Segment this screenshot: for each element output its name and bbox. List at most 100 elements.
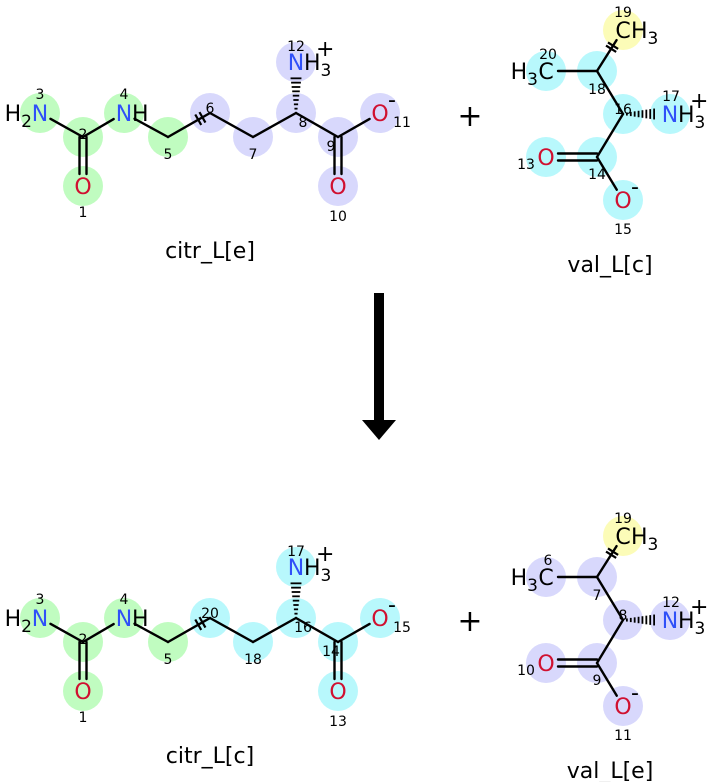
single-bond	[595, 69, 625, 116]
hydrogen-prefix: H2	[5, 102, 32, 132]
bonds	[49, 582, 371, 681]
atom-number: 13	[329, 714, 347, 730]
atom-number: 1	[79, 205, 88, 221]
single-bond	[595, 155, 618, 191]
molecule-caption: citr_L[e]	[165, 239, 255, 264]
atom-label-n: N	[288, 51, 304, 76]
atom-number: 1	[79, 710, 88, 726]
atom-number: 3	[36, 592, 45, 608]
cut-mark	[607, 547, 619, 556]
atom-number: 14	[322, 644, 340, 660]
single-bond	[336, 622, 371, 644]
atom-highlight	[603, 10, 643, 50]
atom-label-n: N	[32, 102, 48, 127]
single-bond	[81, 117, 115, 139]
atom-highlight	[20, 93, 60, 133]
single-bond	[294, 616, 340, 644]
atom-highlight	[104, 598, 144, 638]
bonds	[556, 544, 656, 697]
atom-number: 6	[206, 101, 215, 117]
cut-mark	[607, 41, 619, 50]
atom-label-c: C	[538, 60, 553, 85]
negative-charge: -	[388, 593, 396, 618]
atom-label-o: O	[537, 146, 554, 171]
hydrogen-suffix: H3	[304, 51, 331, 81]
cut-mark	[194, 618, 203, 631]
single-bond	[49, 117, 85, 139]
atom-highlight	[63, 671, 103, 711]
single-bond	[133, 117, 170, 139]
atom-label-o: O	[614, 695, 631, 720]
atom-number: 18	[244, 652, 262, 668]
atom-highlight	[526, 137, 566, 177]
atom-number: 7	[593, 588, 602, 604]
atom-number: 4	[120, 87, 129, 103]
hydrogen-prefix: H2	[5, 607, 32, 637]
hydrogen-suffix: H3	[631, 19, 658, 49]
plus-sign-bottom: +	[457, 604, 482, 639]
atom-highlight	[603, 516, 643, 556]
atom-label-n: N	[662, 103, 678, 128]
atom-highlight	[276, 547, 316, 587]
atom-label-o: O	[371, 607, 388, 632]
atom-number: 17	[662, 89, 680, 105]
bonds	[556, 38, 656, 191]
atom-label-o: O	[329, 680, 346, 705]
hydrogen-suffix: H3	[631, 525, 658, 555]
atom-number: 17	[287, 544, 305, 560]
cut-mark	[605, 550, 617, 559]
atom-number: 9	[327, 139, 336, 155]
single-bond	[294, 111, 340, 139]
positive-charge: +	[316, 37, 334, 62]
down-arrow-icon	[362, 293, 396, 440]
atom-highlight	[526, 51, 566, 91]
atom-number: 18	[588, 82, 606, 98]
atom-highlight	[650, 600, 690, 640]
atom-number: 4	[120, 592, 129, 608]
atom-highlight	[104, 93, 144, 133]
single-bond	[81, 622, 115, 644]
cut-mark	[194, 113, 203, 126]
plus-sign-top: +	[457, 99, 482, 134]
atom-label-n: N	[116, 607, 132, 632]
atom-number: 10	[329, 209, 347, 225]
single-bond	[251, 111, 298, 139]
atom-highlight	[360, 598, 400, 638]
positive-charge: +	[316, 542, 334, 567]
single-bond	[336, 117, 371, 139]
atom-highlight	[650, 94, 690, 134]
atom-highlight	[360, 93, 400, 133]
atom-number: 5	[164, 652, 173, 668]
atom-number: 20	[201, 606, 219, 622]
hydrogen-suffix: H3	[304, 556, 331, 586]
single-bond	[208, 111, 255, 139]
atom-number: 19	[614, 5, 632, 21]
atom-highlight	[318, 166, 358, 206]
single-bond	[133, 622, 170, 644]
hydrogen-suffix: H	[132, 607, 149, 632]
atom-label-n: N	[662, 609, 678, 634]
single-bond	[595, 112, 625, 159]
atom-number: 12	[662, 595, 680, 611]
negative-charge: -	[388, 88, 396, 113]
atom-number: 7	[249, 147, 258, 163]
atom-number: 11	[393, 115, 411, 131]
hydrogen-suffix: H	[132, 102, 149, 127]
atom-number: 8	[619, 608, 628, 624]
atom-number: 9	[593, 673, 602, 689]
single-bond	[208, 616, 255, 644]
negative-charge: -	[631, 175, 639, 200]
atom-label-c: C	[538, 566, 553, 591]
single-bond	[251, 616, 298, 644]
single-bond	[595, 575, 625, 622]
atom-number: 16	[294, 620, 312, 636]
atom-number: 19	[614, 511, 632, 527]
atom-label-c: C	[615, 525, 630, 550]
negative-charge: -	[631, 681, 639, 706]
single-bond	[595, 618, 625, 665]
atom-highlight	[63, 166, 103, 206]
